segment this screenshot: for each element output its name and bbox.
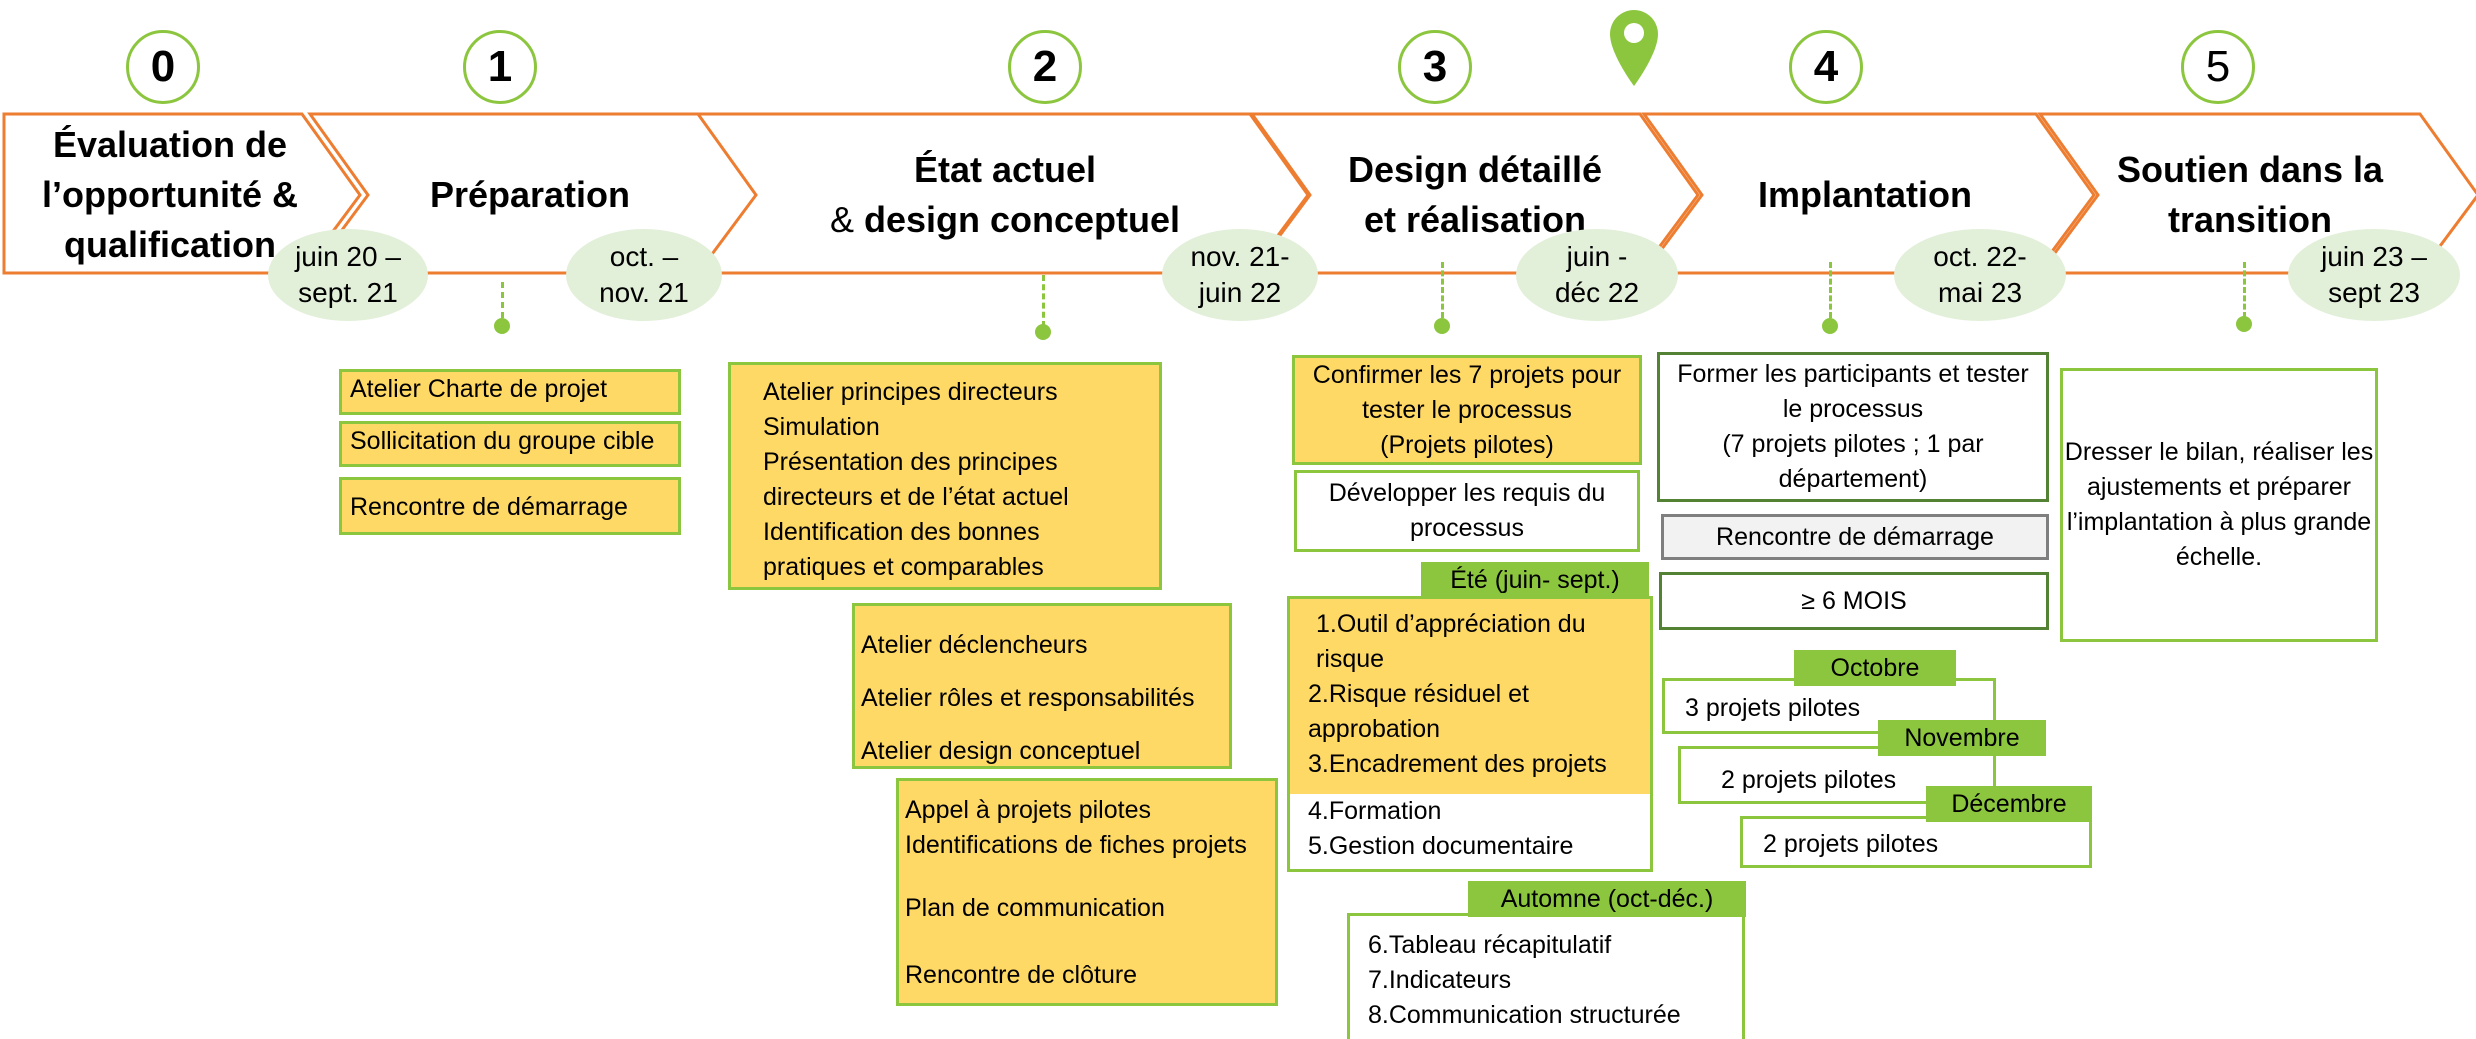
phase1-item-kickoff: Rencontre de démarrage [339, 477, 681, 535]
phase-3-number: 3 [1398, 30, 1472, 104]
phase-2-number: 2 [1008, 30, 1082, 104]
connector-2 [1042, 275, 1045, 327]
phase2-block-pilots: Appel à projets pilotes Identifications … [896, 778, 1278, 1006]
phase1-item-target-group: Sollicitation du groupe cible [339, 421, 681, 467]
date-bubble-0: juin 20 –sept. 21 [268, 229, 428, 321]
date-bubble-3: juin -déc 22 [1516, 229, 1678, 321]
date-bubble-5: juin 23 –sept 23 [2288, 229, 2460, 321]
phase1-item-charter: Atelier Charte de projet [339, 369, 681, 415]
phase-5-number: 5 [2181, 30, 2255, 104]
phase-2-title: État actuel & design conceptuel [829, 149, 1181, 240]
phase4-november-label: Novembre [1878, 720, 2046, 756]
phase2-block-workshops: Atelier déclencheurs Atelier rôles et re… [852, 603, 1232, 769]
phase3-summer-label: Été (juin- sept.) [1421, 562, 1649, 598]
date-bubble-4: oct. 22-mai 23 [1894, 229, 2066, 321]
phase-4-number: 4 [1789, 30, 1863, 104]
phase3-autumn-label: Automne (oct-déc.) [1468, 881, 1746, 917]
connector-3 [1441, 262, 1444, 318]
phase-3-title: Design détaillé et réalisation [1347, 149, 1603, 240]
phase4-duration-box: ≥ 6 MOIS [1659, 572, 2049, 630]
connector-dot-4 [1822, 318, 1838, 334]
connector-1 [501, 282, 504, 318]
phase-1-number: 1 [463, 30, 537, 104]
phase4-december-box: 2 projets pilotes [1740, 816, 2092, 868]
date-bubble-1: oct. –nov. 21 [566, 229, 722, 321]
phase-0-number: 0 [126, 30, 200, 104]
phase-5-title: Soutien dans la transition [2116, 149, 2384, 240]
phase4-december-label: Décembre [1926, 786, 2092, 822]
phase3-summer-box: 1.Outil d’appréciation du risque 2.Risqu… [1287, 596, 1653, 872]
phase-4-title: Implantation [1758, 174, 1972, 215]
phase-1-title: Préparation [429, 174, 631, 215]
date-bubble-2: nov. 21-juin 22 [1162, 229, 1318, 321]
connector-dot-1 [494, 318, 510, 334]
connector-4 [1829, 262, 1832, 318]
phase2-block-principles: Atelier principes directeurs Simulation … [728, 362, 1162, 590]
phase4-october-label: Octobre [1794, 650, 1956, 686]
location-pin-icon [1610, 10, 1658, 86]
phase-0-title: Évaluation de l’opportunité & qualificat… [42, 124, 298, 265]
phase3-autumn-box: 6.Tableau récapitulatif 7.Indicateurs 8.… [1347, 913, 1745, 1039]
connector-5 [2243, 262, 2246, 318]
phase4-kickoff-box: Rencontre de démarrage [1661, 514, 2049, 560]
connector-dot-5 [2236, 316, 2252, 332]
connector-dot-3 [1434, 318, 1450, 334]
connector-dot-2 [1035, 324, 1051, 340]
